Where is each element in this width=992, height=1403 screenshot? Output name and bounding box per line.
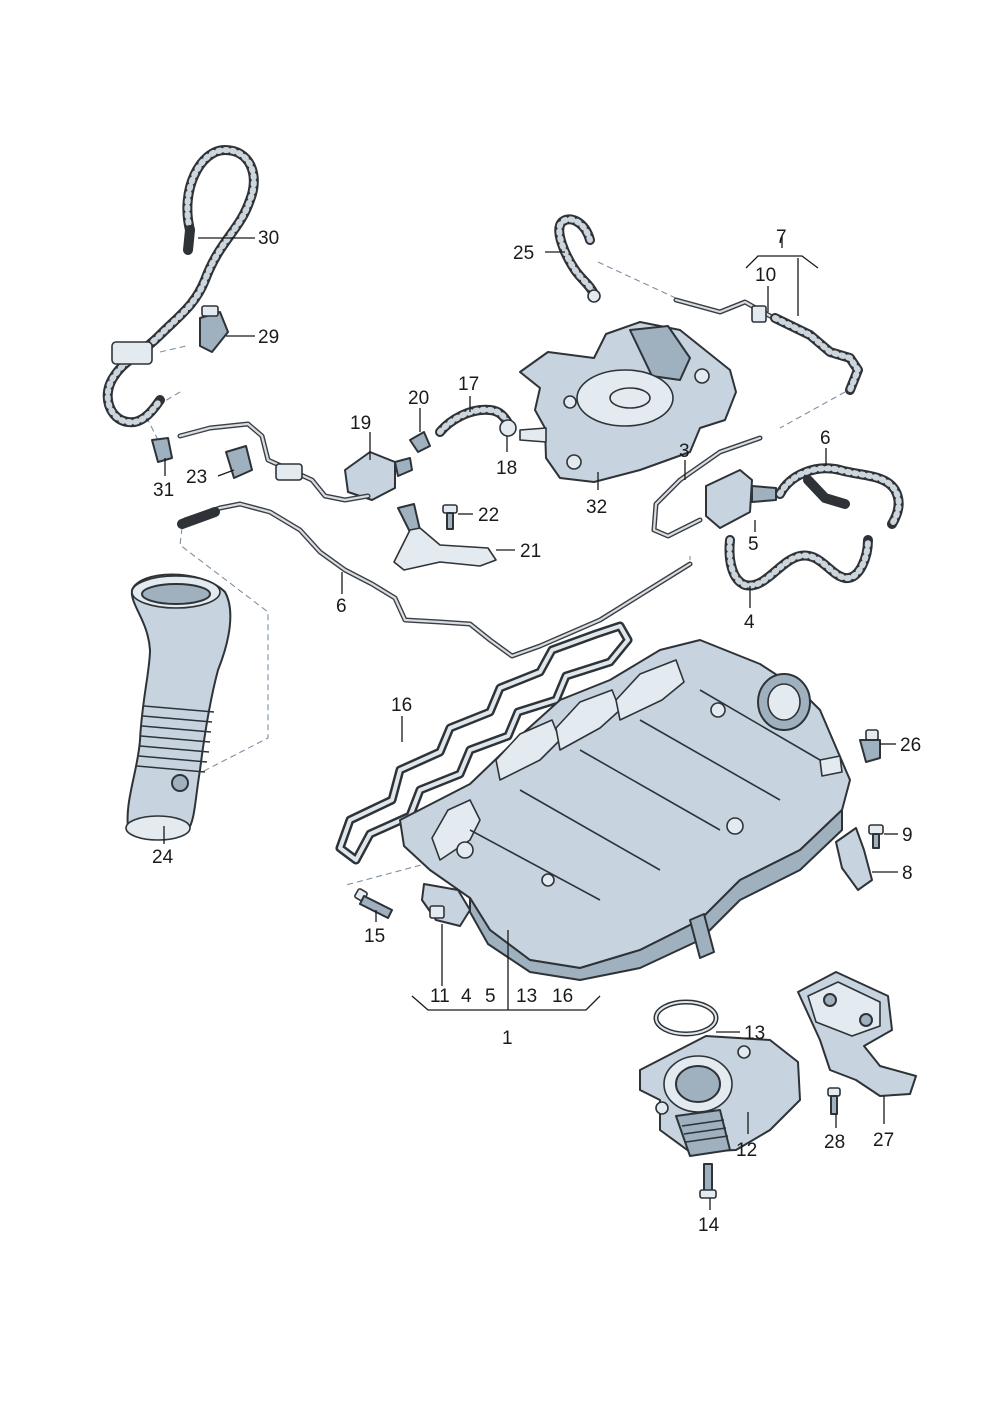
callout-8: 8 [902, 863, 913, 884]
part-24-intake-hose [125, 573, 232, 841]
group-1-item-4: 4 [461, 986, 472, 1007]
part-12-throttle-body [639, 1035, 801, 1157]
callout-14: 14 [698, 1215, 720, 1236]
group-1-item-13: 13 [516, 986, 537, 1007]
part-23-clip [225, 445, 253, 479]
part-9-bolt [868, 824, 884, 849]
callout-19: 19 [350, 413, 371, 434]
callout-20: 20 [408, 388, 429, 409]
part-1-intake-manifold [399, 639, 851, 981]
callout-21: 21 [520, 541, 541, 562]
callout-15: 15 [364, 926, 385, 947]
callout-27: 27 [873, 1130, 894, 1151]
hose-valve-body [111, 341, 153, 365]
part-21-bracket [393, 503, 497, 571]
part-7-10-pipe-hose [673, 297, 863, 395]
part-4-hose [724, 535, 873, 591]
part-14-bolt [699, 1163, 717, 1199]
part-line-pipe-upper [177, 421, 371, 503]
callout-18: 18 [496, 458, 517, 479]
part-15-bolt [354, 888, 393, 919]
part-20-clamp [409, 431, 431, 453]
group-1-item-5: 5 [485, 986, 496, 1007]
part-22-bolt [442, 504, 458, 530]
assembly-dash-lines [147, 261, 846, 886]
callout-4: 4 [744, 612, 755, 633]
callout-24: 24 [152, 847, 174, 868]
callout-5: 5 [748, 534, 759, 555]
part-18-seal-ring [499, 419, 517, 437]
part-3-pipe [651, 435, 763, 539]
part-27-bracket [797, 971, 917, 1097]
part-30-hose [102, 145, 259, 428]
callout-9: 9 [902, 825, 913, 846]
part-28-bolt [827, 1087, 841, 1115]
part-31-clip [151, 437, 173, 463]
callout-31: 31 [153, 480, 174, 501]
callout-6-right: 6 [820, 428, 831, 449]
callout-30: 30 [258, 228, 279, 249]
part-25-hose [554, 214, 601, 303]
callout-3: 3 [679, 441, 690, 462]
callout-26: 26 [900, 735, 921, 756]
part-13-o-ring [653, 999, 719, 1037]
callout-13: 13 [744, 1023, 765, 1044]
callout-29: 29 [258, 327, 279, 348]
callout-10: 10 [755, 265, 776, 286]
part-26-bolt [859, 729, 881, 763]
part-8-sensor [835, 827, 873, 891]
callout-16: 16 [391, 695, 412, 716]
callout-6-left: 6 [336, 596, 347, 617]
part-19-valve [344, 451, 413, 501]
part-6-line-left [177, 501, 693, 659]
callout-23: 23 [186, 467, 207, 488]
part-5-valve [705, 469, 777, 529]
callout-7: 7 [776, 227, 787, 248]
callout-17: 17 [458, 374, 479, 395]
group-1-item-16: 16 [552, 986, 573, 1007]
callout-labels: 30 29 25 7 10 17 20 19 18 32 3 6 31 23 2… [152, 227, 921, 1236]
callout-1: 1 [502, 1028, 513, 1049]
part-11-sensor [421, 883, 471, 927]
part-32-cover [519, 321, 737, 483]
callout-32: 32 [586, 497, 607, 518]
callout-22: 22 [478, 505, 499, 526]
leader-lines [163, 236, 898, 1210]
callout-25: 25 [513, 243, 534, 264]
callout-12: 12 [736, 1140, 757, 1161]
group-1-item-11: 11 [430, 986, 450, 1007]
callout-28: 28 [824, 1132, 845, 1153]
part-16-gasket [335, 621, 633, 865]
part-29-sensor [199, 305, 229, 353]
part-6-hose-right [775, 463, 904, 529]
